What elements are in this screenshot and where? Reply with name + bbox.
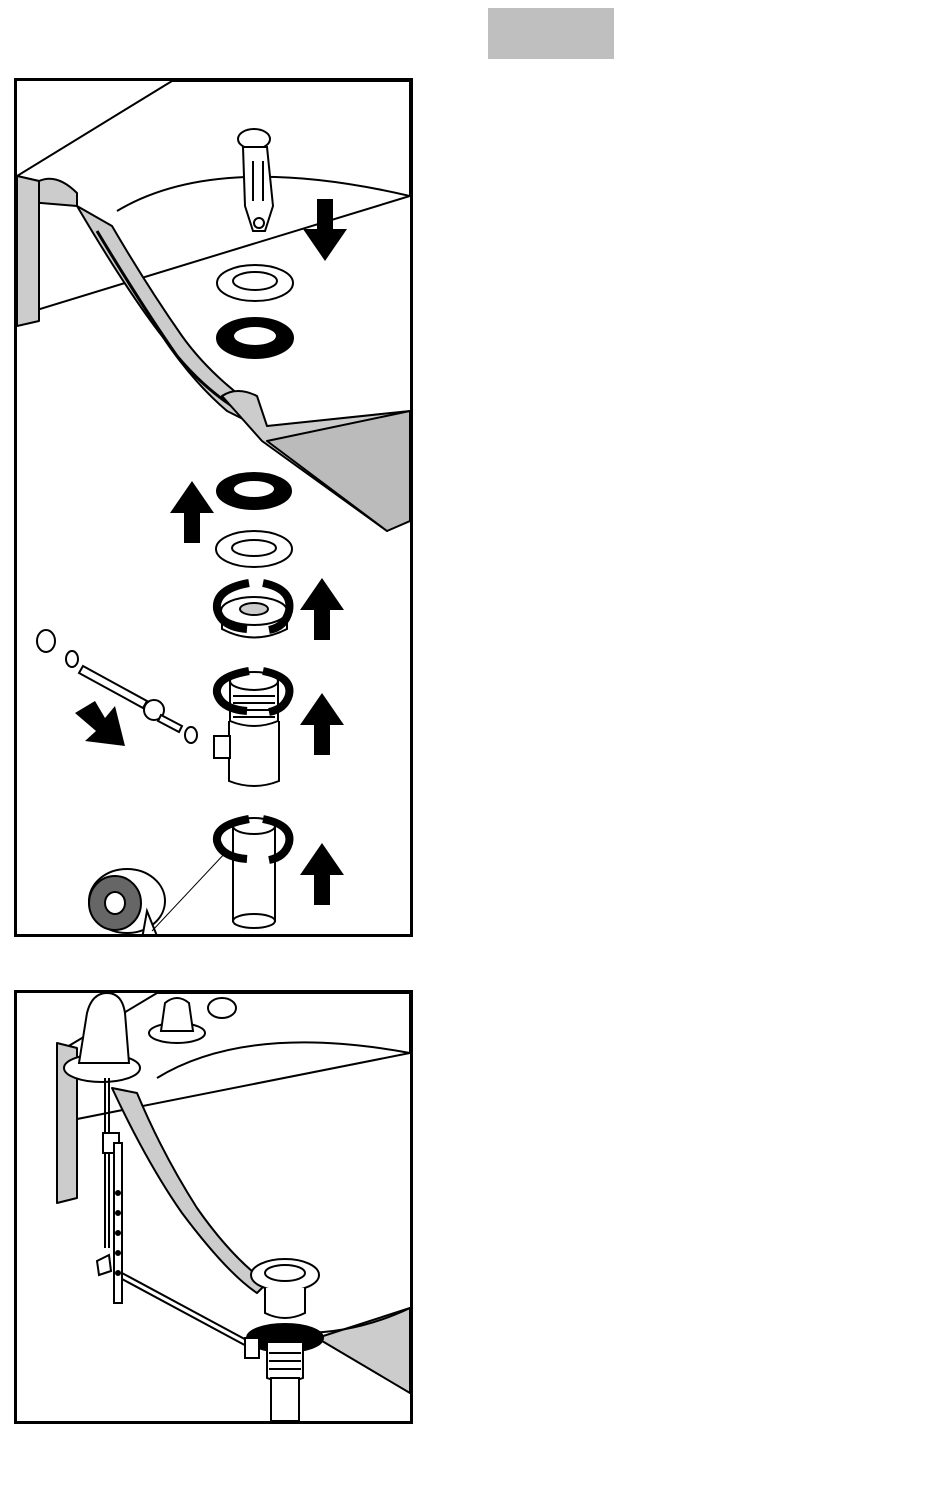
washer-icon [216,531,292,567]
figure-disassembly [14,78,413,937]
arrow-right-down [75,701,125,746]
sink-left-block [17,176,39,326]
header-tab [488,8,614,59]
arrow-up [300,693,344,755]
thread-tape-icon [89,851,227,934]
arrow-up [300,843,344,905]
basin-wall [112,1088,267,1293]
arrow-up [170,481,214,543]
sink-cutaway [17,81,410,531]
basin-bottom [317,1308,410,1393]
installed-drain-icon [245,1259,323,1421]
flange-icon [217,265,293,301]
figure-assembled [14,990,413,1424]
gasket-icon [217,318,293,358]
tailpiece-icon [233,818,275,928]
drain-body-icon [214,672,279,786]
assembled-illustration [17,993,410,1421]
arrow-up [300,578,344,640]
pivot-rod-icon [122,1273,252,1349]
lower-gasket-icon [217,473,291,509]
disassembly-illustration [17,81,410,934]
